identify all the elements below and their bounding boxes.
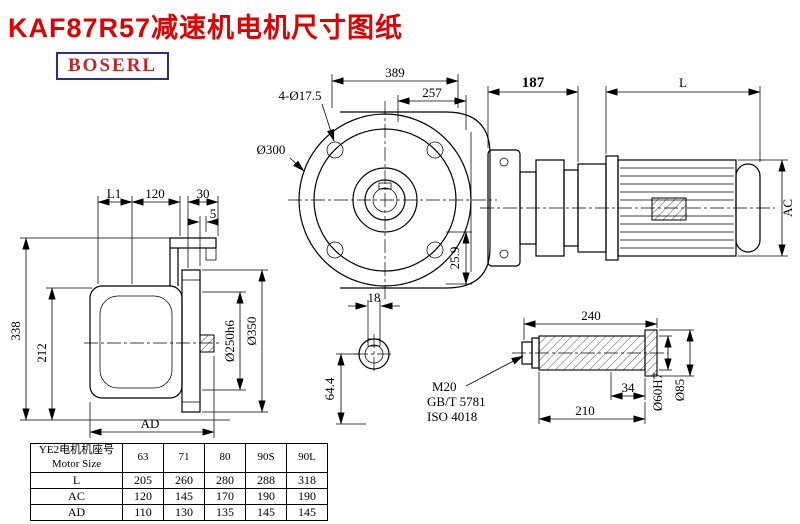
- table-cell: 318: [286, 471, 328, 489]
- header-en: Motor Size: [51, 457, 102, 470]
- dim-338: 338: [8, 321, 23, 341]
- thread-label: M20: [432, 379, 457, 394]
- table-header-motor-size: YE2电机机座号 Motor Size: [30, 443, 123, 473]
- output-flange: [181, 269, 201, 413]
- dim-257: 257: [422, 85, 442, 100]
- shaft-shoulder: [644, 329, 658, 377]
- dim-212: 212: [34, 343, 49, 363]
- table-cell: 280: [204, 471, 246, 489]
- table-row-AC: AC 120 145 170 190 190: [30, 487, 328, 505]
- table-cell: 260: [163, 471, 205, 489]
- table-header-row: YE2电机机座号 Motor Size 63 71 80 90S 90L: [30, 443, 328, 473]
- shaft-body: [538, 335, 646, 371]
- front-view: [288, 101, 497, 300]
- col-header-71: 71: [163, 443, 205, 473]
- col-header-90S: 90S: [245, 443, 287, 473]
- dim-mounting-holes: 4-Ø17.5: [279, 88, 322, 103]
- table-cell: 130: [163, 503, 205, 521]
- mounting-bracket: [169, 237, 217, 249]
- table-cell: 170: [204, 487, 246, 505]
- dim-spigot-dia: Ø250h6: [222, 320, 237, 362]
- dim-5: 5: [210, 206, 217, 221]
- table-cell: 135: [204, 503, 246, 521]
- fan-cover: [735, 163, 761, 253]
- table-row-L: L 205 260 280 288 318: [30, 471, 328, 489]
- motor-size-table: YE2电机机座号 Motor Size 63 71 80 90S 90L L 2…: [30, 443, 328, 521]
- table-cell: 205: [122, 471, 164, 489]
- dim-overall-width: 389: [385, 65, 405, 80]
- standard-iso-label: ISO 4018: [427, 409, 477, 424]
- dim-30: 30: [197, 186, 210, 201]
- dim-flange-dia-350: Ø350: [244, 317, 259, 346]
- output-shaft-end-view: [354, 334, 394, 374]
- page-title: KAF87R57减速机电机尺寸图纸: [8, 13, 404, 43]
- table-row-AD: AD 110 130 135 145 145: [30, 503, 328, 521]
- table-cell: 120: [122, 487, 164, 505]
- dim-flange-dia: Ø300: [257, 142, 286, 157]
- table-cell: 288: [245, 471, 287, 489]
- table-cell: 190: [286, 487, 328, 505]
- brand-logo: BOSERL: [56, 52, 170, 80]
- col-header-90L: 90L: [286, 443, 328, 473]
- dim-210: 210: [575, 403, 595, 418]
- side-view-dimensions: L1 120 30 5 338 212 AD Ø2: [8, 186, 268, 438]
- dim-L1: L1: [107, 186, 121, 201]
- shaft-stub: [199, 334, 215, 353]
- dim-187: 187: [522, 75, 545, 91]
- row-label-AC: AC: [30, 487, 123, 505]
- mounting-holes: [326, 141, 444, 259]
- dim-25-9: 25.9: [447, 247, 462, 270]
- table-cell: 145: [245, 503, 287, 521]
- motor-nameplate: [651, 197, 687, 221]
- dim-240: 240: [581, 308, 601, 323]
- dim-L: L: [679, 75, 687, 90]
- dim-bore-dia: Ø60H7: [650, 372, 665, 411]
- motor-assembly-view: [480, 149, 775, 267]
- table-cell: 110: [122, 503, 164, 521]
- table-cell: 190: [245, 487, 287, 505]
- dim-keyway-width: 18: [368, 290, 381, 305]
- brand-text: BOSERL: [68, 55, 158, 76]
- shaft-detail-dimensions: 240 34 210 Ø60H7 Ø85 M20 GB/T 5781: [427, 308, 694, 424]
- col-header-63: 63: [122, 443, 164, 473]
- dim-AD: AD: [141, 416, 160, 431]
- shaft-detail-view: [512, 329, 668, 377]
- dim-AC: AC: [780, 199, 795, 217]
- side-view: [84, 237, 222, 413]
- dim-64-4: 64.4: [322, 377, 337, 400]
- assembly-dimensions: 187 L AC: [487, 75, 795, 257]
- standard-gb-label: GB/T 5781: [427, 394, 486, 409]
- col-header-80: 80: [204, 443, 246, 473]
- dim-34: 34: [622, 380, 636, 395]
- dim-120: 120: [145, 186, 165, 201]
- header-cn: YE2电机机座号: [38, 444, 115, 456]
- table-cell: 145: [286, 503, 328, 521]
- row-label-AD: AD: [30, 503, 123, 521]
- front-view-dimensions: 389 257 4-Ø17.5 Ø300 25.9 18: [257, 65, 472, 425]
- table-cell: 145: [163, 487, 205, 505]
- motor-fins: [620, 167, 734, 249]
- dim-hub-dia: Ø85: [672, 379, 687, 401]
- row-label-L: L: [30, 471, 123, 489]
